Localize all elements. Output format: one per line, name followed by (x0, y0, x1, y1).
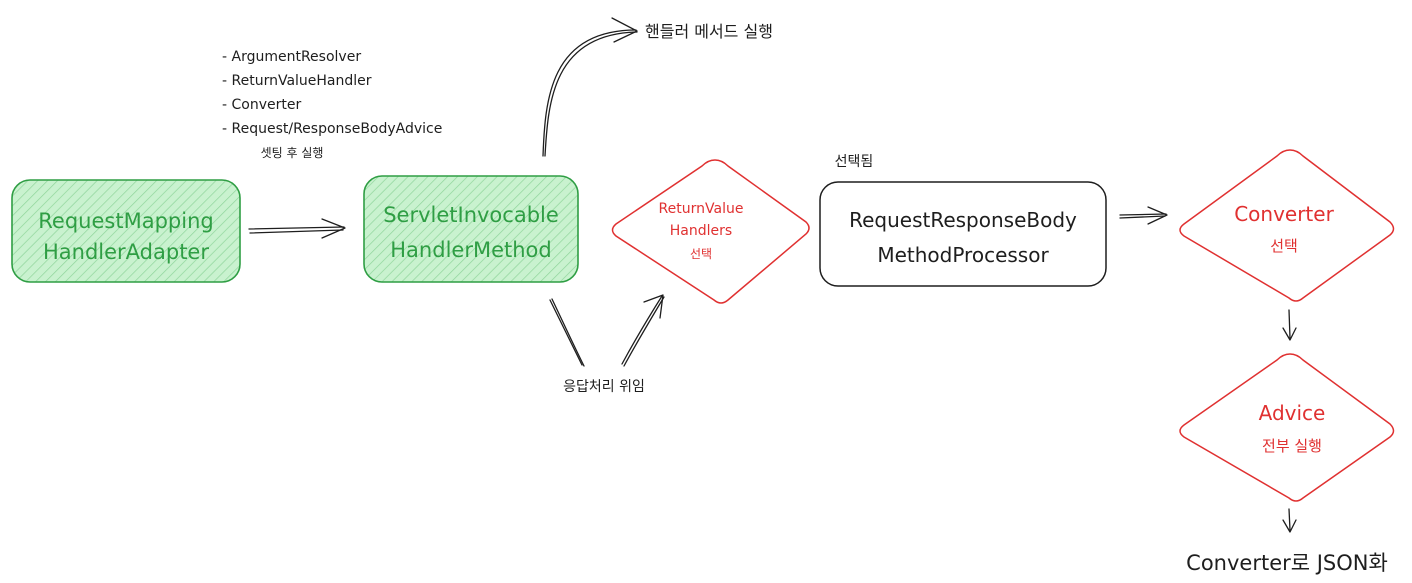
node-advice-line1: Advice (1259, 401, 1326, 425)
node-advice-diamond (1179, 353, 1395, 502)
node-adapter-line1: RequestMapping (38, 209, 213, 233)
final-label: Converter로 JSON화 (1186, 551, 1388, 575)
response-delegate-label: 응답처리 위임 (563, 379, 645, 395)
setup-list-item: - Request/ResponseBodyAdvice (222, 121, 442, 137)
node-invocable-box (363, 175, 579, 283)
arrow-delegate-to-return-value (621, 294, 665, 367)
node-invocable-line1: ServletInvocable (383, 203, 559, 227)
node-return-value-diamond (611, 159, 810, 304)
node-invocable-line2: HandlerMethod (390, 238, 551, 262)
node-request-mapping-handler-adapter: RequestMapping HandlerAdapter (11, 179, 241, 283)
node-processor-box (819, 181, 1107, 287)
arrow-to-handler-exec (542, 17, 638, 157)
node-request-response-body-method-processor: RequestResponseBody MethodProcessor (819, 181, 1107, 287)
node-servlet-invocable-handler-method: ServletInvocable HandlerMethod (363, 175, 579, 283)
node-converter: Converter 선택 (1179, 149, 1395, 302)
node-processor-line1: RequestResponseBody (849, 208, 1077, 232)
node-return-value-handlers: ReturnValue Handlers 선택 (611, 159, 810, 304)
arrow-converter-to-advice (1282, 309, 1297, 341)
node-converter-line2: 선택 (1270, 237, 1298, 255)
selected-label: 선택됨 (835, 154, 874, 170)
node-converter-diamond (1179, 149, 1395, 302)
node-advice: Advice 전부 실행 (1179, 353, 1395, 502)
handler-exec-label: 핸들러 메서드 실행 (645, 22, 773, 41)
node-converter-line1: Converter (1234, 202, 1334, 226)
setup-list-item: - ArgumentResolver (222, 49, 361, 65)
node-return-value-line2: Handlers (670, 223, 732, 239)
arrow-invocable-to-delegate (549, 298, 585, 367)
node-advice-line2: 전부 실행 (1262, 437, 1322, 455)
node-adapter-box (11, 179, 241, 283)
setup-list-item: - Converter (222, 97, 301, 113)
node-processor-line2: MethodProcessor (877, 243, 1049, 267)
node-return-value-line3: 선택 (690, 247, 712, 261)
node-adapter-line2: HandlerAdapter (43, 240, 209, 264)
setup-caption: 셋팅 후 실행 (261, 145, 324, 160)
setup-list: - ArgumentResolver - ReturnValueHandler … (222, 49, 442, 137)
node-return-value-line1: ReturnValue (659, 201, 744, 217)
arrow-advice-to-final (1282, 508, 1297, 533)
setup-list-item: - ReturnValueHandler (222, 73, 372, 89)
arrow-adapter-to-invocable (248, 218, 346, 239)
arrow-processor-to-converter (1119, 206, 1168, 225)
